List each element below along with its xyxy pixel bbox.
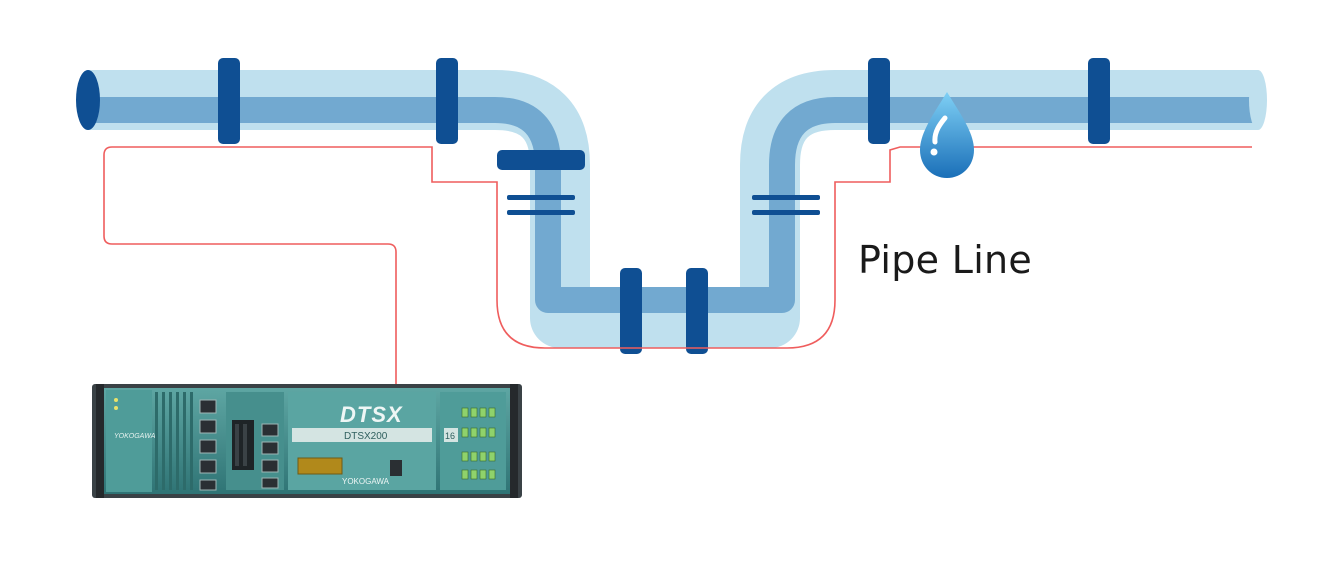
pipe-clamp — [686, 268, 708, 354]
channel-count: 16 — [445, 431, 455, 441]
pipe-clamp — [620, 268, 642, 354]
channel-connectors — [461, 407, 496, 480]
power-module — [106, 390, 152, 492]
pipe-body — [88, 70, 1258, 348]
pipe-inner-band — [88, 97, 1258, 313]
pipe-right-end — [1249, 70, 1267, 130]
ethernet-ports — [199, 399, 217, 491]
water-drop-icon — [920, 92, 974, 178]
dtsx-device: YOKOGAWA — [92, 384, 522, 498]
device-logo: DTSX — [340, 402, 403, 427]
device-brand: YOKOGAWA — [342, 477, 390, 486]
pipe-ring — [507, 195, 575, 200]
pipe-clamp — [868, 58, 890, 144]
pipe-ring — [752, 210, 820, 215]
device-model: DTSX200 — [344, 431, 388, 442]
heatsink — [155, 392, 193, 490]
pipe-ring — [507, 210, 575, 215]
pipe-line-label: Pipe Line — [858, 238, 1033, 282]
pipe-left-end — [76, 70, 100, 130]
io-ports — [261, 423, 279, 489]
pipe-clamp — [1088, 58, 1110, 144]
display-window — [297, 457, 343, 475]
status-led — [114, 398, 118, 410]
pipe-ring — [752, 195, 820, 200]
fiber-connector — [390, 460, 402, 476]
module-brand-mark: YOKOGAWA — [114, 433, 156, 440]
pipe-clamp — [497, 150, 585, 170]
pipe-clamp — [218, 58, 240, 144]
fiber-cable — [103, 146, 1252, 470]
pipeline — [76, 58, 1267, 354]
pipe-clamp — [436, 58, 458, 144]
